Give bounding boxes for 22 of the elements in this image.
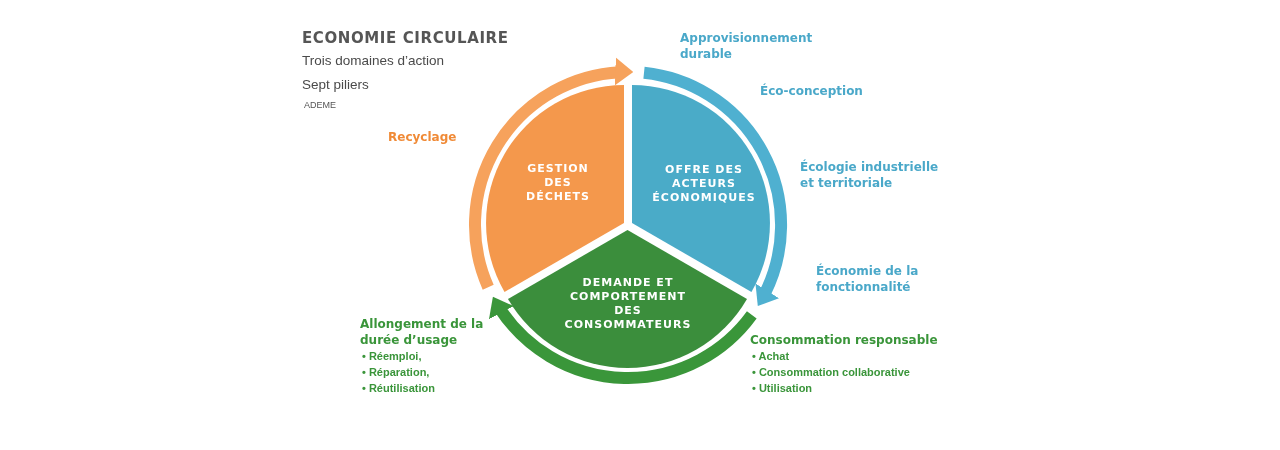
subtitle: Sept piliers (302, 77, 369, 92)
bullet-item: • Achat (752, 349, 790, 364)
pillar-label: Approvisionnement durable (680, 30, 814, 62)
pillar-label: Économie de la fonctionnalité (816, 263, 920, 295)
cycle-arrow (643, 66, 787, 309)
pillar-label: Consommation responsable (750, 332, 938, 348)
segment-label: GESTION DES DÉCHETS (525, 162, 591, 204)
bullet-item: • Consommation collaborative (752, 365, 910, 380)
pillar-label: Allongement de la durée d’usage (360, 316, 485, 348)
diagram-title: ECONOMIE CIRCULAIRE (302, 29, 509, 47)
segment-label: OFFRE DES ACTEURS ÉCONOMIQUES (651, 163, 757, 205)
bullet-item: • Réemploi, (362, 349, 422, 364)
pillar-label: Éco-conception (760, 83, 863, 99)
bullet-item: • Utilisation (752, 381, 813, 396)
cycle-arrow (469, 58, 634, 290)
pillar-label: Écologie industrielle et territoriale (800, 159, 940, 191)
bullet-item: • Réutilisation (362, 381, 435, 396)
pillar-label: Recyclage (388, 129, 457, 145)
source-label: ADEME (304, 100, 336, 110)
segment-label: DEMANDE ET COMPORTEMENT DES CONSOMMATEURS (563, 276, 693, 332)
subtitle: Trois domaines d’action (302, 53, 445, 68)
bullet-item: • Réparation, (362, 365, 430, 380)
